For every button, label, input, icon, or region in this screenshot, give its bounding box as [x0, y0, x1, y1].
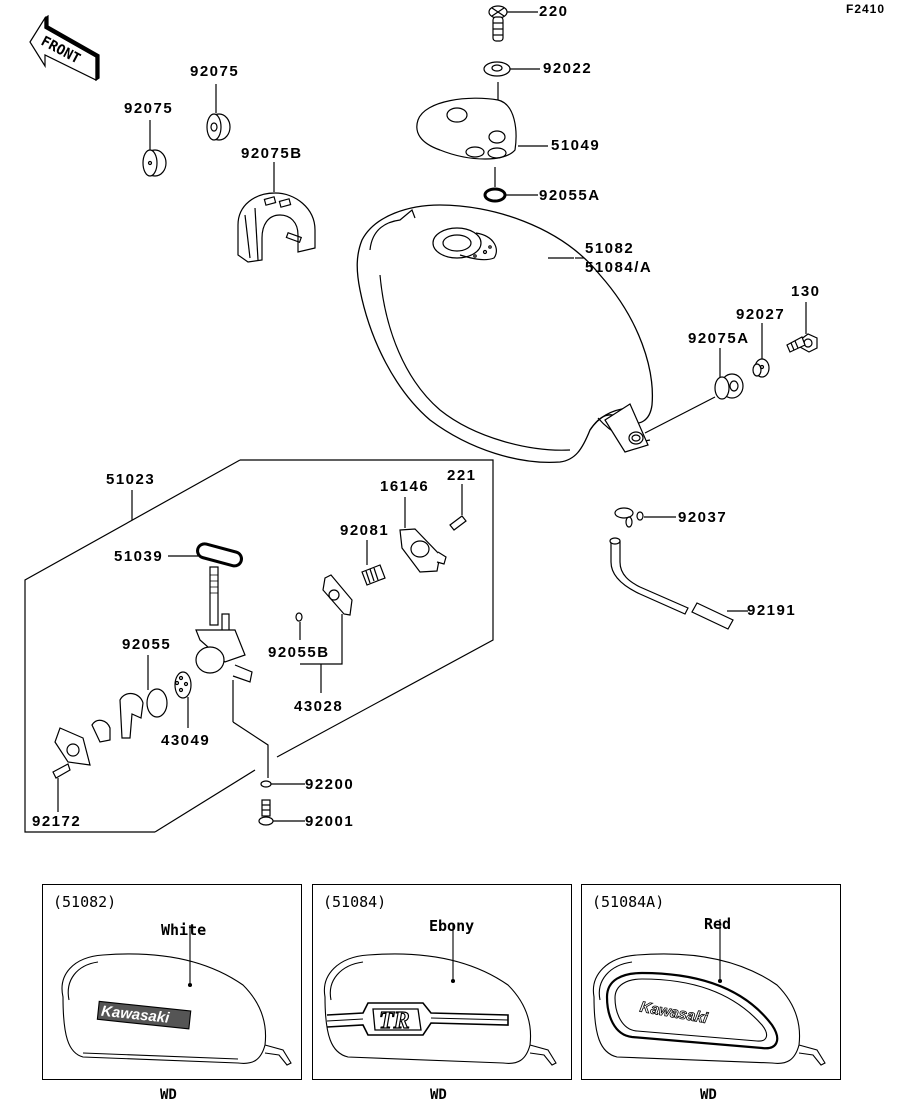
variant-market: WD: [160, 1087, 177, 1103]
variant-panel-red[interactable]: Kawasaki (51084A) Red: [581, 884, 841, 1080]
callout-220[interactable]: 220: [539, 3, 569, 20]
oring-92055A-icon: [483, 187, 538, 203]
callout-92001[interactable]: 92001: [305, 813, 355, 830]
variant-code: (51084A): [592, 893, 665, 911]
variant-panel-ebony[interactable]: TR (51084) Ebony: [312, 884, 572, 1080]
callout-92075B[interactable]: 92075B: [241, 145, 303, 162]
variant-color: White: [161, 921, 207, 939]
lever-icon: [119, 693, 144, 739]
tr-logo: TR: [379, 1008, 410, 1034]
callout-51049[interactable]: 51049: [551, 137, 601, 154]
callout-92022[interactable]: 92022: [543, 60, 593, 77]
callout-92191[interactable]: 92191: [747, 602, 797, 619]
spring-92081-icon: [361, 540, 386, 586]
fuel-tank-icon: [356, 204, 716, 464]
cover-16146-icon: [399, 497, 447, 573]
rubber-92075A-icon: [714, 348, 744, 400]
callout-92075A[interactable]: 92075A: [688, 330, 750, 347]
fuel-cock-assembly-box: [24, 459, 494, 833]
callout-92200[interactable]: 92200: [305, 776, 355, 793]
gasket-51039-icon: [168, 542, 243, 568]
callout-92055B[interactable]: 92055B: [268, 644, 330, 661]
bolt-220-icon: [488, 5, 538, 42]
callout-92075-left[interactable]: 92075: [124, 100, 174, 117]
variant-code: (51082): [53, 893, 117, 911]
callout-92081[interactable]: 92081: [340, 522, 390, 539]
tank-red-icon: Kawasaki: [592, 919, 826, 1066]
front-arrow-icon: FRONT: [29, 14, 100, 82]
callout-92172[interactable]: 92172: [32, 813, 82, 830]
variant-market: WD: [700, 1087, 717, 1103]
rubber-92075B-icon: [237, 162, 316, 263]
bolt-92001-icon: [258, 799, 305, 826]
variant-panel-white[interactable]: Kawasaki (51082) White: [42, 884, 302, 1080]
callout-92037[interactable]: 92037: [678, 509, 728, 526]
rubber-92075-left-icon: [142, 120, 167, 177]
callout-43028[interactable]: 43028: [294, 698, 344, 715]
tank-white-icon: Kawasaki: [61, 925, 292, 1066]
variant-market: WD: [430, 1087, 447, 1103]
callout-51039[interactable]: 51039: [114, 548, 164, 565]
callout-92055[interactable]: 92055: [122, 636, 172, 653]
diaphragm-43028-icon: [295, 574, 353, 693]
tank-ebony-icon: TR: [323, 923, 557, 1066]
callout-16146[interactable]: 16146: [380, 478, 430, 495]
washer-92200-icon: [260, 780, 305, 788]
callout-92055A[interactable]: 92055A: [539, 187, 601, 204]
callout-92027[interactable]: 92027: [736, 306, 786, 323]
variant-color: Red: [704, 915, 732, 933]
collar-92027-icon: [752, 323, 770, 378]
callout-130[interactable]: 130: [791, 283, 821, 300]
gasket-icon: [54, 719, 111, 766]
fuel-cock-body-icon: [195, 566, 269, 778]
rubber-92075-right-icon: [206, 84, 231, 141]
callout-51082[interactable]: 51082: [585, 240, 635, 257]
cap-plate-51049-icon: [416, 97, 548, 187]
clip-92037-icon: [614, 507, 676, 528]
callout-92075-right[interactable]: 92075: [190, 63, 240, 80]
oring-92055-icon: [146, 655, 168, 718]
bolt-130-icon: [786, 302, 818, 353]
callout-43049[interactable]: 43049: [161, 732, 211, 749]
variant-code: (51084): [323, 893, 387, 911]
figure-id: F2410: [846, 2, 886, 16]
screw-221-icon: [449, 484, 467, 531]
callout-51023[interactable]: 51023: [106, 471, 156, 488]
variant-color: Ebony: [429, 917, 475, 935]
callout-221[interactable]: 221: [447, 467, 477, 484]
callout-51084A[interactable]: 51084/A: [585, 259, 653, 276]
hose-92191-icon: [609, 537, 748, 630]
filter-43049-icon: [174, 671, 192, 728]
screw-92172-icon: [52, 763, 71, 812]
